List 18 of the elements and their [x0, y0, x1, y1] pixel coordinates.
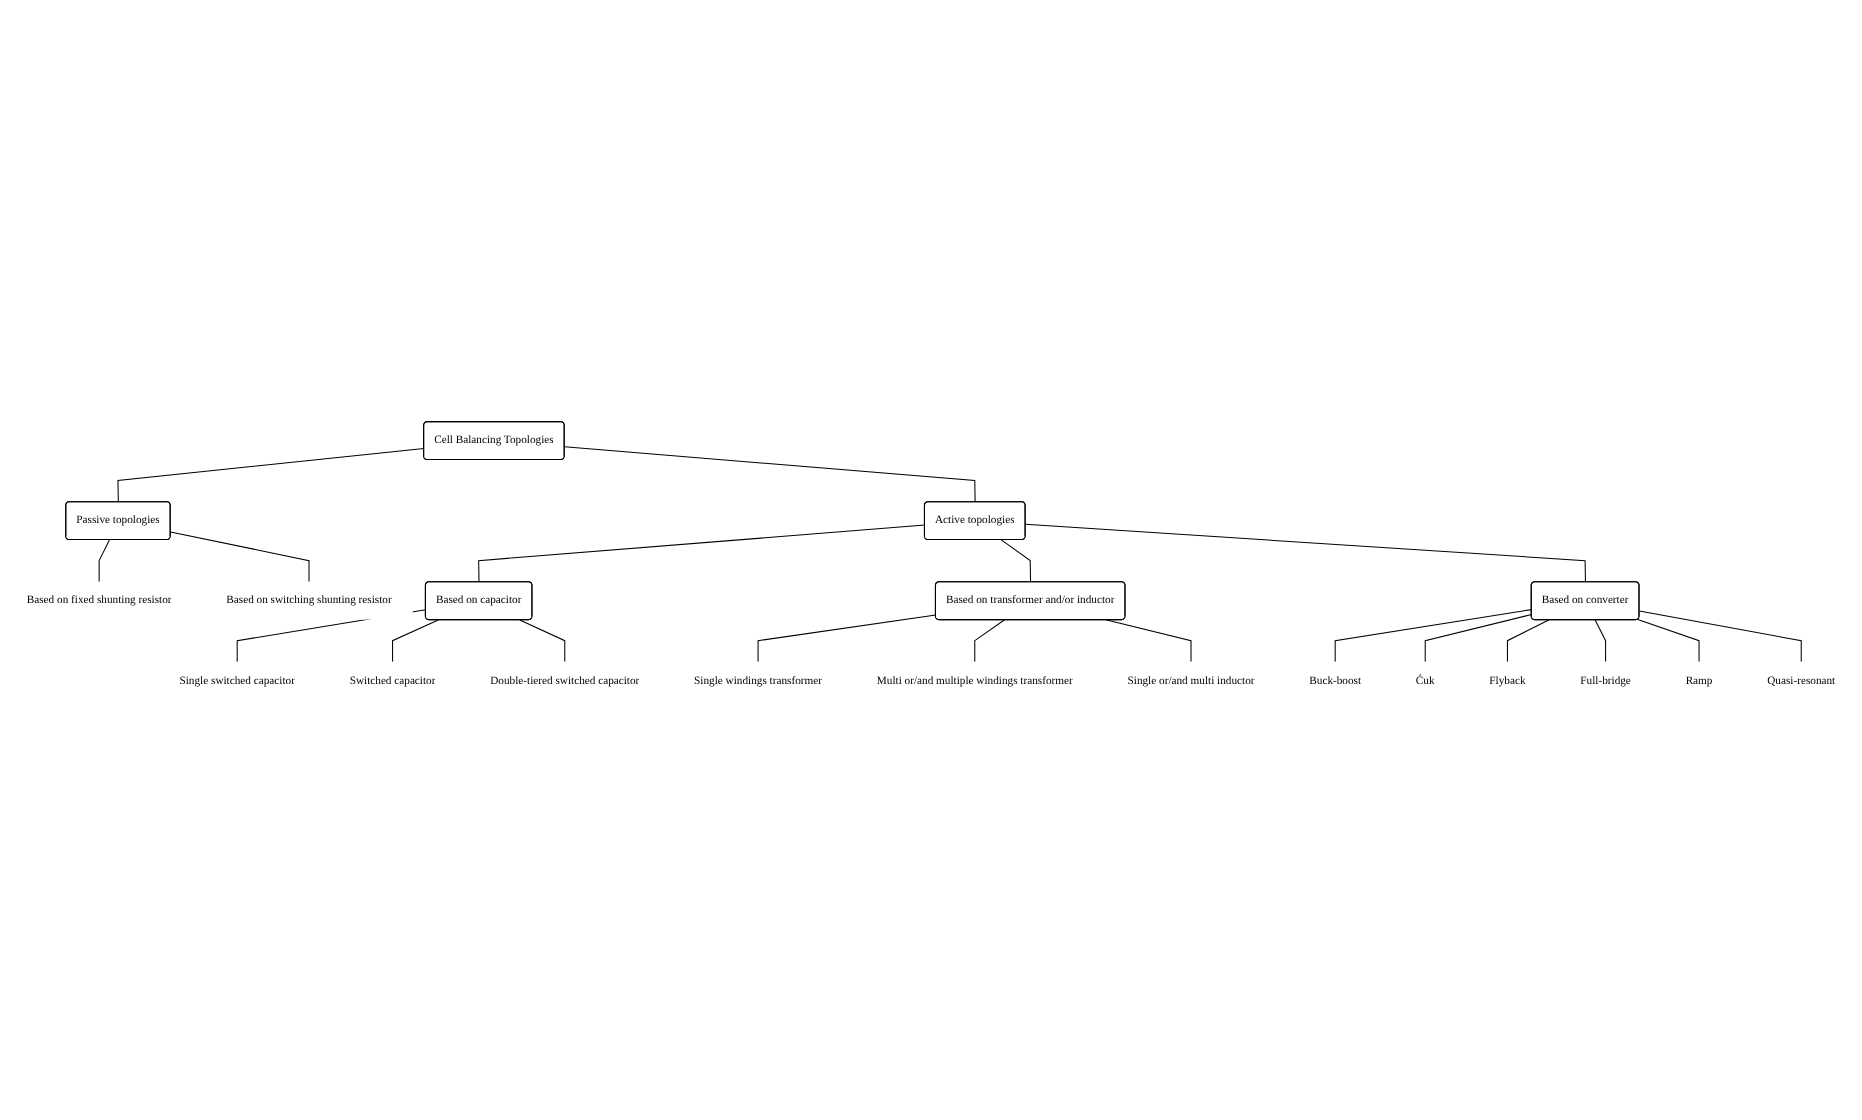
connector [117, 447, 425, 502]
connector [392, 618, 439, 662]
connector [1106, 618, 1192, 662]
connector [1024, 523, 1586, 582]
connector [757, 613, 937, 662]
connector [564, 445, 976, 502]
connector [1638, 609, 1802, 662]
connector [1594, 618, 1607, 662]
connector [478, 523, 926, 582]
connector [1637, 618, 1700, 662]
connector [1424, 613, 1533, 662]
connector [1000, 538, 1032, 582]
connector [1506, 618, 1550, 662]
connector [519, 618, 566, 662]
connector [1334, 608, 1533, 662]
connector [98, 538, 110, 582]
connector [170, 530, 310, 582]
connector [974, 618, 1005, 662]
